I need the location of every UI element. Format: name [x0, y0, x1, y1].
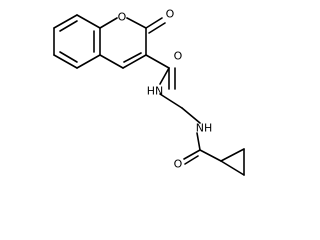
amide-nitrogen-label-1: HN [147, 85, 164, 98]
amide-nitrogen-label-2: NH [196, 122, 213, 135]
amide-oxygen-label-2: O [174, 158, 183, 171]
amide-group-1 [145, 54, 176, 90]
lactone-oxygen-label: O [166, 8, 175, 21]
molecule-structure: O O O HN NH O [53, 8, 245, 176]
amide-oxygen-label-1: O [174, 50, 183, 63]
cyclopropane-ring [220, 148, 245, 176]
amide-group-2 [183, 132, 222, 165]
ring-oxygen-label: O [118, 11, 127, 24]
ethylene-linker [159, 93, 201, 124]
pyranone-ring [99, 17, 166, 69]
benzene-ring [53, 14, 101, 69]
